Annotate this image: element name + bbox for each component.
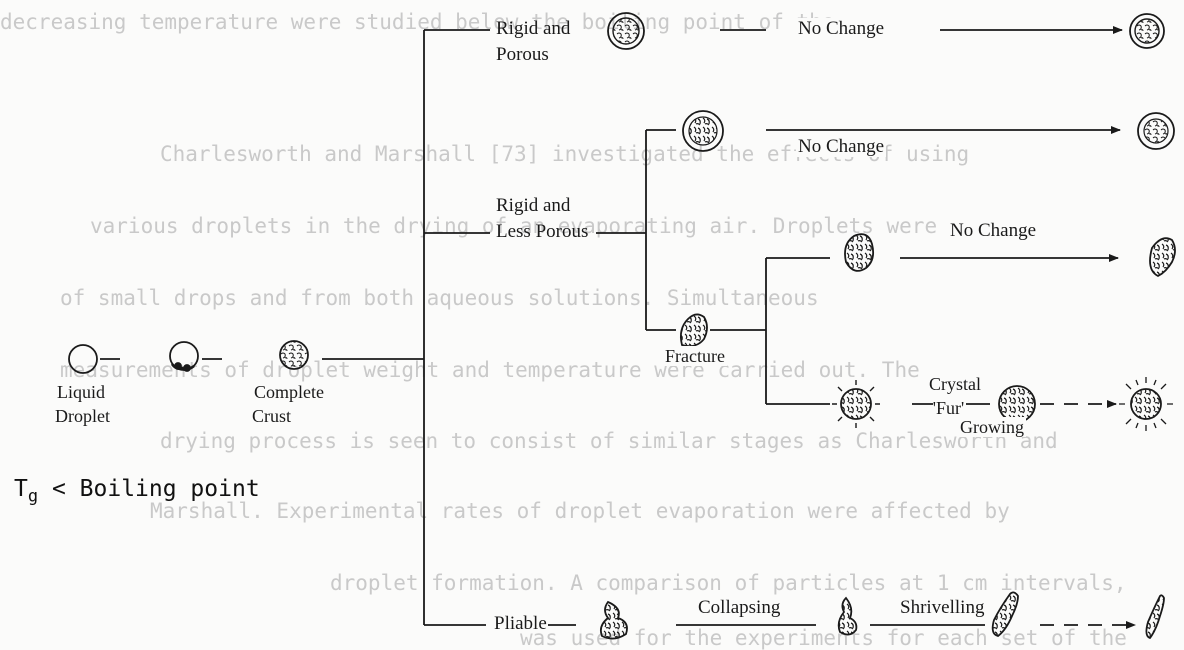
stage-particles [69, 341, 308, 373]
growing-label: Growing [958, 417, 1026, 437]
no-change-label-1: No Change [796, 18, 886, 39]
shrivelling-label: Shrivelling [898, 597, 986, 618]
less-porous-particle-final-icon [1138, 113, 1174, 149]
temperature-symbol: T [14, 476, 28, 502]
transition-label-no-change: No Change [796, 134, 886, 160]
shrivelled-particle-icon [993, 592, 1018, 636]
transition-label-crystal-fur: Crystal 'Fur' [918, 348, 981, 420]
temperature-relation: < Boiling point [38, 476, 260, 502]
fur-growing-particle-icon [832, 380, 880, 428]
no-change-label-2: No Change [796, 136, 886, 157]
pliable-particle-icon [601, 602, 627, 639]
porous-particle-icon [608, 13, 644, 49]
less-porous-particle-icon [683, 111, 723, 151]
no-change-label-3: No Change [948, 220, 1038, 241]
stage-label-liquid-droplet: Liquid Droplet [55, 380, 112, 428]
temperature-subscript: g [28, 487, 38, 507]
complete-crust-label: Complete Crust [252, 382, 324, 426]
temperature-condition-label: Tg < Boiling point [14, 476, 260, 507]
collapsed-particle-icon [839, 598, 857, 635]
fragment-particle-final-icon [1150, 238, 1175, 276]
fracture-label: Fracture [663, 346, 727, 366]
branch-label-pliable: Pliable [494, 611, 547, 637]
transition-label-no-change: No Change [948, 218, 1038, 244]
fur-final-particle-icon [1119, 377, 1173, 431]
flow-lines [100, 30, 1135, 625]
fractured-particle-icon [681, 314, 707, 346]
transition-label-fracture: Fracture [663, 344, 727, 368]
liquid-droplet-label: Liquid Droplet [55, 382, 112, 426]
pliable-particles [601, 592, 1164, 638]
shrivelled-particle-final-icon [1146, 595, 1164, 638]
transition-label-no-change: No Change [796, 16, 886, 42]
transition-label-shrivelling: Shrivelling [898, 595, 986, 621]
complete-crust-icon [280, 341, 308, 369]
transition-label-growing: Growing [958, 415, 1026, 439]
branch-label-rigid-less-porous: Rigid and Less Porous [496, 193, 588, 245]
liquid-droplet-icon [69, 345, 97, 373]
fragment-particle-icon [845, 234, 873, 271]
branch-label-rigid-porous: Rigid and Porous [496, 16, 570, 68]
transition-label-collapsing: Collapsing [696, 595, 782, 621]
collapsing-label: Collapsing [696, 597, 782, 618]
crystal-fur-label: Crystal 'Fur' [927, 374, 981, 418]
porous-particle-final-icon [1130, 14, 1164, 48]
forming-crust-droplet-icon [170, 342, 198, 371]
stage-label-complete-crust: Complete Crust [252, 380, 324, 428]
